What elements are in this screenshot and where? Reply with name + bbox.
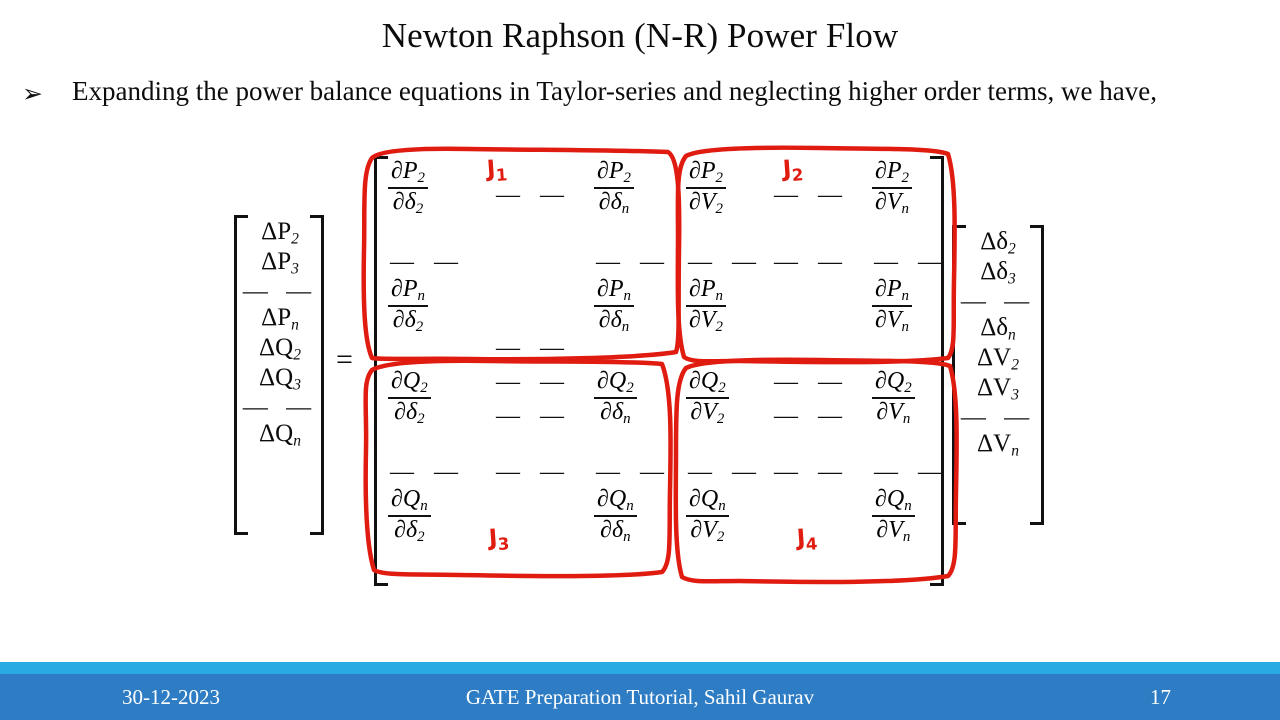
j4-entry-top-right: ∂Q2 ∂Vn [872,368,915,428]
j4-dash-upper: — — [774,403,849,429]
j2-dash-top: — — [774,182,849,208]
j2-entry-top-left: ∂P2 ∂V2 [686,158,726,218]
j1-dash-bottom: — — [496,335,571,361]
rhs-cell-6-ellipsis: — — [960,403,1036,431]
footer-title: GATE Preparation Tutorial, Sahil Gaurav [465,685,815,709]
j4-dash-top: — — [774,369,849,395]
bullet-text: Expanding the power balance equations in… [72,76,1157,106]
equals-sign: = [336,343,353,376]
j1-entry-top-left: ∂P2 ∂δ2 [388,158,428,218]
rhs-cell-5: ΔV3 [977,374,1019,404]
page-title: Newton Raphson (N-R) Power Flow [381,16,899,55]
rhs-cell-1: Δδ3 [980,258,1016,288]
lhs-bracket-right [310,215,324,535]
matrix-equation: ΔP2 ΔP3 — — ΔPn ΔQ2 ΔQ3 — — ΔQn = ∂P2 ∂δ… [0,140,1280,600]
j3-entry-top-left: ∂Q2 ∂δ2 [388,368,431,428]
j2-dash-mid-right: — — [874,249,949,275]
bullet-arrow-icon: ➢ [22,79,43,108]
lhs-cell-6-ellipsis: — — [242,393,318,421]
rhs-vector: Δδ2 Δδ3 — — Δδn ΔV2 ΔV3 — — ΔVn [958,228,1038,460]
j3-entry-bottom-left: ∂Qn ∂δ2 [388,486,431,546]
annotation-label-j3: J3 [488,525,511,555]
j2-entry-top-right: ∂P2 ∂Vn [872,158,912,218]
j2-dash-mid-center: — — [774,249,849,275]
bullet-paragraph: ➢ Expanding the power balance equations … [22,72,1232,110]
footer-date: 30-12-2023 [122,685,220,709]
footer-page-number: 17 [1150,685,1171,709]
rhs-cell-0: Δδ2 [980,228,1016,258]
j4-dash-mid-right: — — [874,459,949,485]
j4-entry-bottom-right: ∂Qn ∂Vn [872,486,915,546]
lhs-cell-1: ΔP3 [261,248,299,278]
j4-dash-mid-left: — — [688,459,763,485]
footer-bar: 30-12-2023 GATE Preparation Tutorial, Sa… [0,674,1280,720]
j3-dash-mid-center: — — [496,459,571,485]
lhs-cell-0: ΔP2 [261,218,299,248]
rhs-cell-4: ΔV2 [977,343,1019,374]
annotation-label-j2: J2 [782,156,805,186]
j2-entry-bottom-left: ∂Pn ∂V2 [686,276,726,336]
j1-dash-mid-right: — — [596,249,671,275]
j3-dash-upper: — — [496,403,571,429]
jacobian-bracket-right [930,156,944,586]
j3-dash-mid-right: — — [596,459,671,485]
j2-entry-bottom-right: ∂Pn ∂Vn [872,276,912,336]
rhs-cell-2-ellipsis: — — [960,287,1036,315]
annotation-label-j4: J4 [796,525,819,555]
j2-dash-mid-left: — — [688,249,763,275]
j1-entry-top-right: ∂P2 ∂δn [594,158,634,218]
j1-dash-top: — — [496,182,571,208]
j4-dash-mid-center: — — [774,459,849,485]
j3-dash-top: — — [496,369,571,395]
lhs-cell-4: ΔQ2 [259,333,301,364]
footer-accent-strip [0,662,1280,674]
j1-entry-bottom-left: ∂Pn ∂δ2 [388,276,428,336]
lhs-cell-5: ΔQ3 [259,364,301,394]
j4-entry-bottom-left: ∂Qn ∂V2 [686,486,729,546]
lhs-cell-7: ΔQn [259,419,301,449]
rhs-cell-7: ΔVn [977,429,1019,459]
lhs-vector: ΔP2 ΔP3 — — ΔPn ΔQ2 ΔQ3 — — ΔQn [240,218,320,450]
j1-entry-bottom-right: ∂Pn ∂δn [594,276,634,336]
j4-entry-top-left: ∂Q2 ∂V2 [686,368,729,428]
j3-entry-top-right: ∂Q2 ∂δn [594,368,637,428]
lhs-bracket-left [234,215,248,535]
lhs-cell-3: ΔPn [261,303,299,333]
lhs-cell-2-ellipsis: — — [242,277,318,305]
annotation-label-j1: J1 [486,156,509,186]
j1-dash-mid-left: — — [390,249,465,275]
j3-dash-mid-left: — — [390,459,465,485]
j3-entry-bottom-right: ∂Qn ∂δn [594,486,637,546]
jacobian-bracket-left [374,156,388,586]
rhs-cell-3: Δδn [980,313,1016,343]
rhs-bracket-right [1030,225,1044,525]
